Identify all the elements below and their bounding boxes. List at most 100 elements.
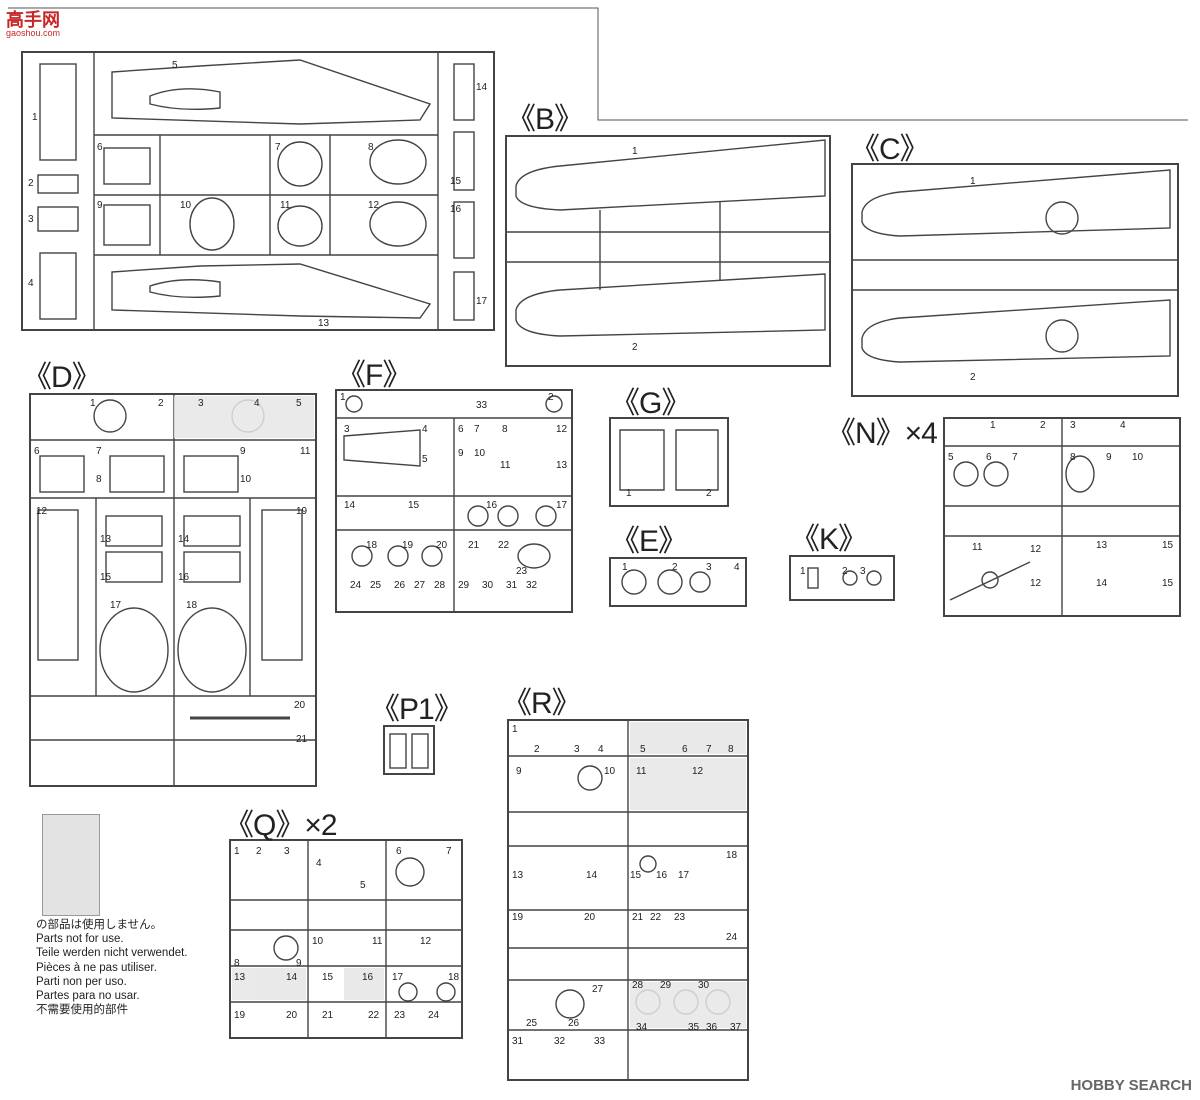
part-number-k: 3 xyxy=(860,566,866,577)
part-number-r: 24 xyxy=(726,932,738,943)
part-number-a: 1 xyxy=(32,112,38,123)
sprue-r-label: 《R》 xyxy=(502,687,582,720)
part-number-e: 2 xyxy=(672,562,678,573)
sprue-g-label: 《G》 xyxy=(610,387,691,420)
part-number-q: 16 xyxy=(362,972,374,983)
part-number-q: 15 xyxy=(322,972,334,983)
part-number-a: 15 xyxy=(450,176,462,187)
part-number-f: 13 xyxy=(556,460,568,471)
part-number-f: 12 xyxy=(556,424,568,435)
part-number-d: 19 xyxy=(296,506,308,517)
part-number-b: 2 xyxy=(632,342,638,353)
part-number-d: 17 xyxy=(110,600,122,611)
part-number-r: 20 xyxy=(584,912,596,923)
part-number-r: 27 xyxy=(592,984,604,995)
part-number-f: 17 xyxy=(556,500,568,511)
part-number-d: 13 xyxy=(100,534,112,545)
part-number-q: 17 xyxy=(392,972,404,983)
part-number-q: 19 xyxy=(234,1010,246,1021)
part-number-q: 24 xyxy=(428,1010,440,1021)
sprue-d-label: 《D》 xyxy=(22,361,102,394)
part-number-f: 26 xyxy=(394,580,406,591)
part-number-r: 1 xyxy=(512,724,518,735)
part-number-q: 20 xyxy=(286,1010,298,1021)
part-number-q: 13 xyxy=(234,972,246,983)
sprue-p1-label: 《P1》 xyxy=(370,693,464,726)
part-number-r: 13 xyxy=(512,870,524,881)
part-number-q: 12 xyxy=(420,936,432,947)
hobby-search-watermark: HOBBY SEARCH xyxy=(1070,1077,1192,1094)
part-number-r: 8 xyxy=(728,744,734,755)
part-number-q: 8 xyxy=(234,958,240,969)
part-number-a: 12 xyxy=(368,200,380,211)
legend-line: 不需要使用的部件 xyxy=(36,1004,128,1017)
part-number-a: 8 xyxy=(368,142,374,153)
part-number-g: 1 xyxy=(626,488,632,499)
part-number-r: 33 xyxy=(594,1036,606,1047)
part-number-d: 21 xyxy=(296,734,308,745)
part-number-d: 4 xyxy=(254,398,260,409)
part-number-a: 3 xyxy=(28,214,34,225)
part-number-f: 19 xyxy=(402,540,414,551)
part-number-r: 15 xyxy=(630,870,642,881)
part-number-n: 4 xyxy=(1120,420,1126,431)
part-number-k: 1 xyxy=(800,566,806,577)
part-number-a: 7 xyxy=(275,142,281,153)
part-number-n: 14 xyxy=(1096,578,1108,589)
part-number-a: 17 xyxy=(476,296,488,307)
part-number-q: 14 xyxy=(286,972,298,983)
part-number-f: 14 xyxy=(344,500,356,511)
part-number-r: 6 xyxy=(682,744,688,755)
part-number-f: 15 xyxy=(408,500,420,511)
part-number-q: 2 xyxy=(256,846,262,857)
part-number-a: 4 xyxy=(28,278,34,289)
legend-line: Parti non per uso. xyxy=(36,975,127,988)
sprue-n-label: 《N》×4 xyxy=(826,417,938,450)
part-number-q: 22 xyxy=(368,1010,380,1021)
part-number-r: 7 xyxy=(706,744,712,755)
part-number-f: 4 xyxy=(422,424,428,435)
part-number-q: 5 xyxy=(360,880,366,891)
part-number-r: 29 xyxy=(660,980,672,991)
part-number-a: 9 xyxy=(97,200,103,211)
part-number-q: 7 xyxy=(446,846,452,857)
not-used-swatch xyxy=(42,814,100,916)
part-number-n: 9 xyxy=(1106,452,1112,463)
part-number-a: 10 xyxy=(180,200,192,211)
part-number-r: 9 xyxy=(516,766,522,777)
part-number-r: 31 xyxy=(512,1036,524,1047)
sprue-e-label: 《E》 xyxy=(610,525,688,558)
part-number-d: 6 xyxy=(34,446,40,457)
part-number-d: 5 xyxy=(296,398,302,409)
sprue-b-label: 《B》 xyxy=(506,103,584,136)
part-number-n: 10 xyxy=(1132,452,1144,463)
sprue-q-label: 《Q》×2 xyxy=(224,809,338,842)
part-number-q: 11 xyxy=(372,936,383,947)
part-number-r: 25 xyxy=(526,1018,538,1029)
part-number-r: 5 xyxy=(640,744,646,755)
part-number-r: 23 xyxy=(674,912,686,923)
part-number-r: 28 xyxy=(632,980,644,991)
part-number-n: 2 xyxy=(1040,420,1046,431)
part-number-d: 18 xyxy=(186,600,198,611)
part-number-r: 22 xyxy=(650,912,662,923)
part-number-f: 23 xyxy=(516,566,528,577)
part-number-a: 2 xyxy=(28,178,34,189)
legend-line: Parts not for use. xyxy=(36,933,124,946)
sprue-k-label: 《K》 xyxy=(790,523,868,556)
part-number-n: 3 xyxy=(1070,420,1076,431)
part-number-b: 1 xyxy=(632,146,638,157)
part-number-f: 16 xyxy=(486,500,498,511)
part-number-r: 3 xyxy=(574,744,580,755)
part-number-f: 25 xyxy=(370,580,382,591)
part-number-e: 4 xyxy=(734,562,740,573)
part-number-f: 33 xyxy=(476,400,488,411)
part-number-r: 11 xyxy=(636,766,647,777)
legend-line: Partes para no usar. xyxy=(36,990,140,1003)
part-number-r: 12 xyxy=(692,766,704,777)
part-number-f: 18 xyxy=(366,540,378,551)
part-number-d: 1 xyxy=(90,398,96,409)
part-number-n: 8 xyxy=(1070,452,1076,463)
part-number-r: 10 xyxy=(604,766,616,777)
